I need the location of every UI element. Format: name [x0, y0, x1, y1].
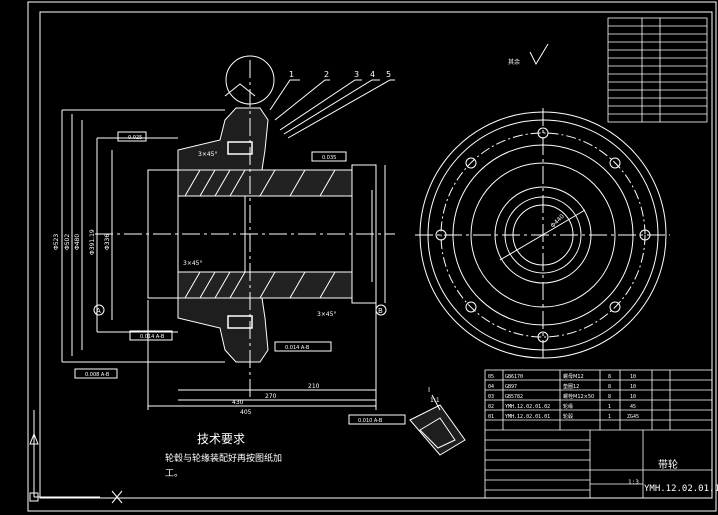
roughness-mark: 其余 — [508, 43, 549, 66]
leader-2: 2 — [324, 70, 329, 79]
svg-text:01: 01 — [488, 414, 494, 420]
drawing-number: YMH.12.02.01.10 — [644, 484, 718, 494]
parts-list: 05 GB6170 螺母M12 8 10 04 GB97 垫圈12 8 10 0… — [488, 373, 639, 420]
tol-frame-5: 0.010 A-B — [358, 418, 383, 424]
datum-a: A — [96, 307, 101, 315]
svg-text:GB6170: GB6170 — [505, 374, 523, 380]
svg-text:8: 8 — [608, 394, 611, 400]
tol-frame-4: 0.008 A-B — [85, 372, 110, 378]
detail-view — [409, 394, 466, 456]
dim-430: 430 — [232, 399, 244, 406]
dim-405: 405 — [240, 409, 252, 416]
svg-text:其余: 其余 — [508, 58, 520, 66]
svg-text:1: 1 — [608, 414, 611, 420]
dim-phi523: Φ523 — [53, 234, 60, 250]
dim-210: 210 — [308, 383, 320, 390]
part-name: 带轮 — [658, 458, 678, 471]
inner-frame — [39, 11, 713, 499]
scale: 1:3 — [628, 479, 639, 486]
svg-text:GB5782: GB5782 — [505, 394, 523, 400]
detail-scale: 1:1 — [430, 397, 440, 404]
leader-3: 3 — [354, 70, 359, 79]
svg-text:ZG45: ZG45 — [627, 414, 639, 420]
svg-text:垫圈12: 垫圈12 — [563, 383, 579, 390]
svg-text:02: 02 — [488, 404, 494, 410]
leader-5: 5 — [386, 70, 391, 79]
tol-frame-6: 0.035 — [322, 155, 336, 161]
chamfer-mid: 3×45° — [183, 260, 202, 267]
end-view — [415, 108, 670, 362]
svg-text:10: 10 — [630, 374, 636, 380]
dim-phi336: Φ336 — [104, 234, 111, 250]
svg-text:YMH.12.02.01.02: YMH.12.02.01.02 — [505, 404, 550, 410]
svg-text:8: 8 — [608, 384, 611, 390]
svg-text:YMH.12.02.01.01: YMH.12.02.01.01 — [505, 414, 550, 420]
svg-text:45: 45 — [630, 404, 636, 410]
tol-frame-1: 0.025 — [128, 135, 142, 141]
svg-text:10: 10 — [630, 394, 636, 400]
svg-text:8: 8 — [608, 374, 611, 380]
title-block — [484, 369, 713, 499]
dim-phi391: Φ391.19 — [89, 229, 96, 255]
svg-text:10: 10 — [630, 384, 636, 390]
dim-phi440: Φ440 — [549, 213, 566, 230]
leader-4: 4 — [370, 70, 375, 79]
svg-text:螺栓M12×50: 螺栓M12×50 — [563, 393, 594, 400]
chamfer-top: 3×45° — [198, 151, 217, 158]
dim-phi480: Φ480 — [74, 234, 81, 250]
tech-req-line2: 工。 — [165, 469, 183, 479]
svg-text:GB97: GB97 — [505, 384, 517, 390]
tech-req-line1: 轮毂与轮缘装配好再按图纸加 — [165, 452, 282, 464]
svg-text:轮缘: 轮缘 — [563, 403, 573, 410]
parameter-table — [607, 17, 708, 123]
dim-phi502: Φ502 — [64, 234, 71, 250]
leader-1: 1 — [289, 70, 294, 79]
svg-text:03: 03 — [488, 394, 494, 400]
svg-text:1: 1 — [608, 404, 611, 410]
detail-label: I — [428, 386, 430, 394]
chamfer-bottom: 3×45° — [317, 311, 336, 318]
section-view — [61, 55, 406, 425]
svg-text:螺母M12: 螺母M12 — [563, 373, 584, 380]
datum-b: B — [378, 307, 383, 315]
tol-frame-2: 0.014 A-B — [140, 334, 165, 340]
svg-text:轮毂: 轮毂 — [563, 413, 573, 420]
svg-text:05: 05 — [488, 374, 494, 380]
tol-frame-3: 0.014 A-B — [285, 345, 310, 351]
svg-text:04: 04 — [488, 384, 494, 390]
outer-frame — [27, 1, 717, 512]
dim-270: 270 — [265, 393, 277, 400]
tech-req-title: 技术要求 — [197, 432, 245, 446]
